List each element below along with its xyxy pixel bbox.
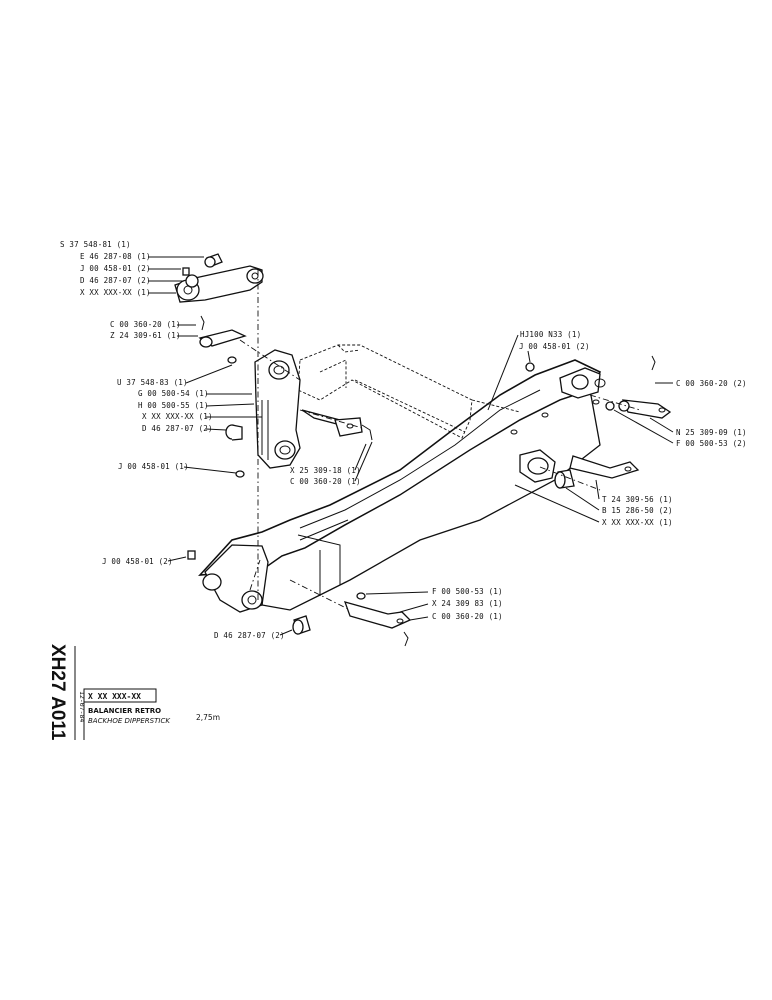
sheet-number: XH27 A011 (47, 644, 68, 741)
callout-u37-548-83: U 37 548-83 (1) (117, 378, 188, 387)
center-lines (239, 270, 641, 611)
callout-s37-548-81: S 37 548-81 (1) (60, 240, 131, 249)
callout-j00-458-01-one: J 00 458-01 (1) (118, 462, 189, 471)
callout-xx-top: X XX XXX-XX (1) (80, 288, 151, 297)
reference-code: X XX XXX-XX (88, 692, 141, 701)
title-block: XH27 A011 12-07-84 X XX XXX-XX BALANCIER… (47, 644, 220, 741)
dipperstick-length: 2,75m (196, 713, 220, 722)
callout-x24-309-83: X 24 309 83 (1) (432, 599, 503, 608)
callout-j00-458-01-top: J 00 458-01 (2) (80, 264, 151, 273)
callout-n25-309-09: N 25 309-09 (1) (676, 428, 747, 437)
callout-c00-360-20-right: C 00 360-20 (2) (676, 379, 747, 388)
callout-j00-458-01-left: J 00 458-01 (2) (102, 557, 173, 566)
callout-f00-500-53-bottom: F 00 500-53 (1) (432, 587, 503, 596)
callout-h00-500-55: H 00 500-55 (1) (138, 401, 209, 410)
link-assembly (254, 349, 301, 469)
callout-xx-mid: X XX XXX-XX (1) (142, 412, 213, 421)
callout-d46-287-07-left: D 46 287-07 (2) (142, 424, 213, 433)
title-french: BALANCIER RETRO (88, 707, 161, 715)
callout-c00-360-20-bottom: C 00 360-20 (1) (432, 612, 503, 621)
dipperstick-body (198, 359, 606, 613)
callout-t24-309-56: T 24 309-56 (1) (602, 495, 673, 504)
sheet-date: 12-07-84 (78, 691, 86, 722)
bucket-cylinder-phantom (297, 344, 521, 439)
callout-xx-right: X XX XXX-XX (1) (602, 518, 673, 527)
callout-labels: S 37 548-81 (1) E 46 287-08 (1) J 00 458… (60, 240, 747, 640)
callout-b15-286-50: B 15 286-50 (2) (602, 506, 673, 515)
callout-f00-500-53-right: F 00 500-53 (2) (676, 439, 747, 448)
callout-x25-309-18: X 25 309-18 (1) (290, 466, 361, 475)
title-english: BACKHOE DIPPERSTICK (88, 717, 171, 725)
callout-c00-360-20-mid: C 00 360-20 (1) (290, 477, 361, 486)
callout-hj100-n33: HJ100 N33 (1) (520, 330, 581, 339)
callout-d46-287-07-top: D 46 287-07 (2) (80, 276, 151, 285)
callout-g00-500-54: G 00 500-54 (1) (138, 389, 209, 398)
callout-c00-360-20-a: C 00 360-20 (1) (110, 320, 181, 329)
callout-z24-309-61: Z 24 309-61 (1) (110, 331, 181, 340)
small-parts (182, 253, 672, 647)
callout-e46-287-08: E 46 287-08 (1) (80, 252, 151, 261)
callout-d46-287-07-bottom: D 46 287-07 (2) (214, 631, 285, 640)
callout-j00-458-01-right: J 00 458-01 (2) (519, 342, 590, 351)
